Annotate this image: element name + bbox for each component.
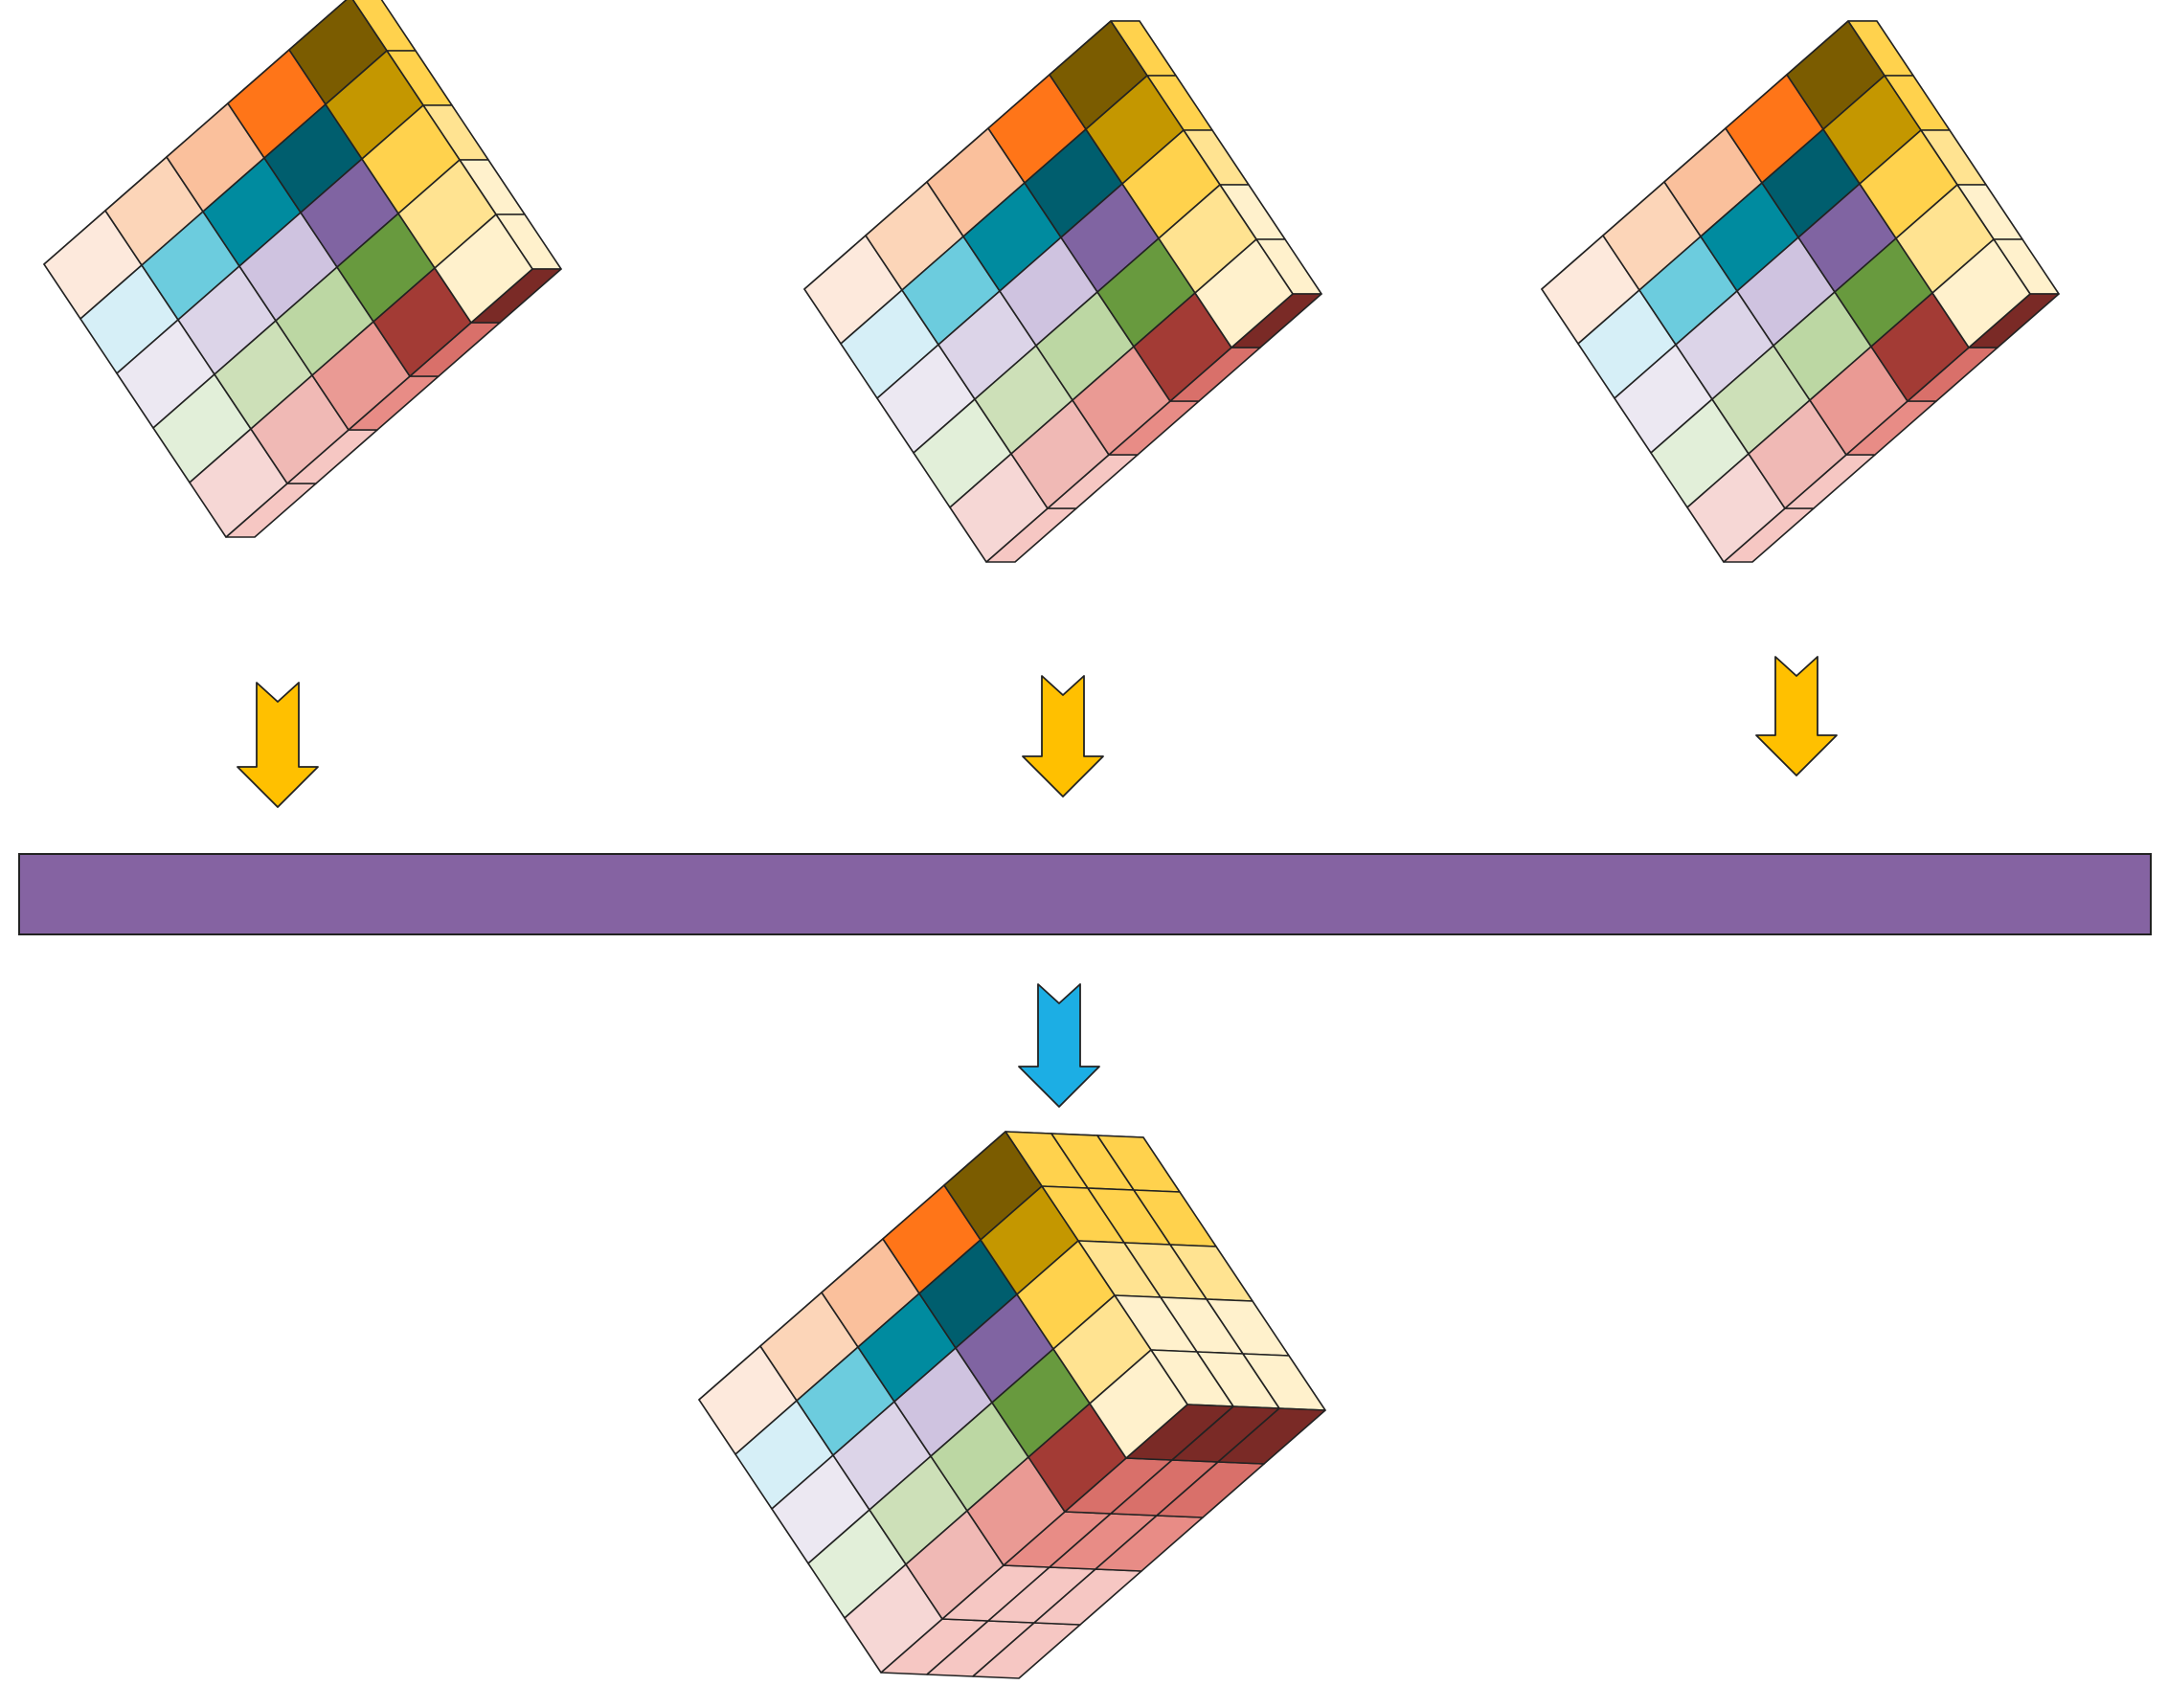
front-face-cell bbox=[1089, 1349, 1188, 1459]
input-tensor-2 bbox=[803, 20, 1322, 563]
input-tensor-1 bbox=[43, 0, 562, 538]
bottom-face-cell bbox=[1217, 1407, 1326, 1465]
output-arrow bbox=[1018, 983, 1100, 1108]
cubes-layer bbox=[43, 0, 2060, 1679]
input-arrow-3 bbox=[1755, 656, 1838, 776]
input-arrow-1 bbox=[237, 682, 319, 808]
output-tensor bbox=[698, 1131, 1326, 1679]
front-face-cell bbox=[1194, 238, 1294, 348]
fusion-bar bbox=[18, 853, 2152, 935]
input-tensor-3 bbox=[1541, 20, 2060, 563]
front-face-cell bbox=[1931, 238, 2031, 348]
arrows-layer bbox=[237, 656, 1838, 1108]
front-face-cell bbox=[434, 214, 533, 324]
input-arrow-2 bbox=[1022, 675, 1104, 798]
